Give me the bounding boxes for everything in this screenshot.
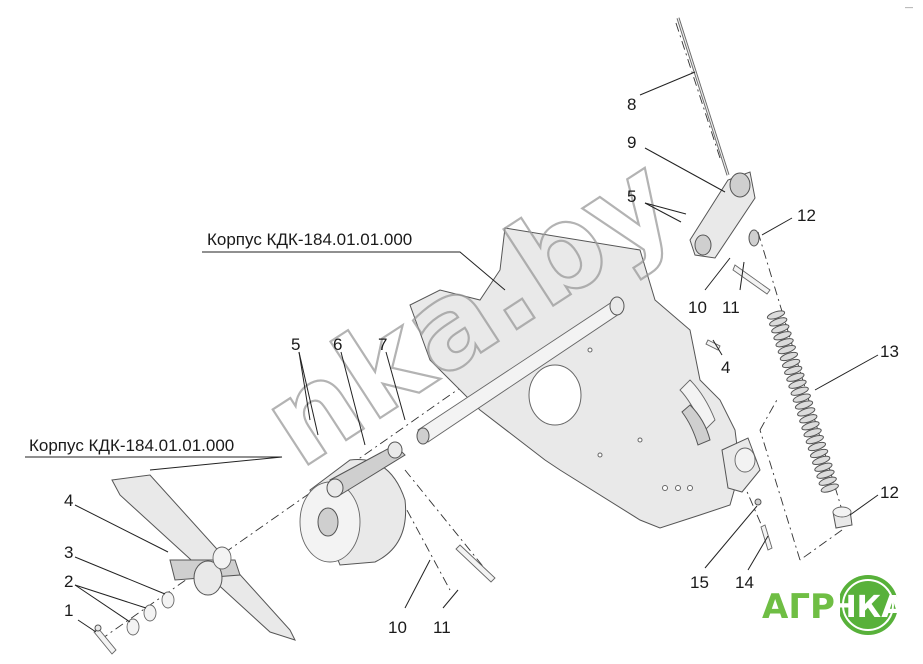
logo-word-nka: НКА <box>832 590 906 625</box>
spring-coil <box>773 331 792 341</box>
callout-9: 9 <box>627 133 636 152</box>
lever <box>689 171 771 295</box>
callout-10b: 10 <box>388 618 407 637</box>
callout-12b: 12 <box>880 483 899 502</box>
housing-plate-back <box>409 227 741 529</box>
spring-coil <box>809 448 829 459</box>
spring-coil <box>792 393 811 403</box>
corner-mark: — <box>905 3 913 12</box>
callout-4: 4 <box>64 491 73 510</box>
spring-coil <box>803 428 822 438</box>
spring-coil <box>788 379 807 389</box>
agro-nka-logo: АГРО НКА <box>762 575 905 635</box>
callout-6: 6 <box>333 335 342 354</box>
shaft <box>416 296 625 445</box>
callout-15: 15 <box>690 573 709 592</box>
spring-coil <box>814 462 833 472</box>
callout-11: 11 <box>722 298 740 317</box>
housing-label-lower: Корпус КДК-184.01.01.000 <box>25 436 283 471</box>
spring-coil <box>794 400 814 410</box>
callout-10: 10 <box>688 298 707 317</box>
pins-center <box>455 339 721 583</box>
spring <box>766 310 839 493</box>
callout-8: 8 <box>627 95 636 114</box>
bracket <box>721 437 773 551</box>
spring-coil <box>816 469 835 479</box>
spring-coil <box>771 324 790 334</box>
leader-lines <box>74 71 879 633</box>
housing-plate-front <box>111 474 296 641</box>
callout-1: 1 <box>64 601 73 620</box>
spring-coil <box>797 407 816 417</box>
callout-12: 12 <box>797 206 816 225</box>
spring-coil <box>818 476 837 486</box>
callout-4b: 4 <box>721 358 730 377</box>
drum <box>299 441 407 566</box>
spring-coil <box>779 351 799 362</box>
callout-numbers: 1 2 3 4 5 6 7 8 9 5 12 10 11 4 13 12 15 … <box>64 95 899 637</box>
callout-7: 7 <box>378 335 387 354</box>
bushing-top <box>748 229 760 247</box>
callout-5b: 5 <box>627 187 636 206</box>
bushing-bottom <box>832 506 853 529</box>
small-parts-left <box>93 591 175 655</box>
housing-label-lower-text: Корпус КДК-184.01.01.000 <box>29 436 234 455</box>
spring-coil <box>775 338 794 348</box>
spring-coil <box>799 414 818 424</box>
spring-coil <box>777 344 796 355</box>
spring-coil <box>812 455 831 466</box>
callout-2: 2 <box>64 572 73 591</box>
rod <box>676 17 730 176</box>
callout-11b: 11 <box>433 618 451 637</box>
housing-label-upper-text: Корпус КДК-184.01.01.000 <box>207 230 412 249</box>
spring-coil <box>801 421 820 431</box>
spring-coil <box>769 317 788 327</box>
logo-badge <box>838 575 898 635</box>
callout-3: 3 <box>64 543 73 562</box>
spring-coil <box>807 441 827 452</box>
spring-coil <box>784 365 803 376</box>
callout-13: 13 <box>880 342 899 361</box>
spring-coil <box>790 386 809 396</box>
spring-coil <box>766 310 786 320</box>
callout-14: 14 <box>735 573 754 592</box>
spring-coil <box>786 372 805 382</box>
spring-coil <box>820 483 839 493</box>
callout-5: 5 <box>291 335 300 354</box>
housing-label-upper: Корпус КДК-184.01.01.000 <box>202 230 506 291</box>
spring-coil <box>781 358 801 369</box>
spring-coil <box>805 434 824 445</box>
